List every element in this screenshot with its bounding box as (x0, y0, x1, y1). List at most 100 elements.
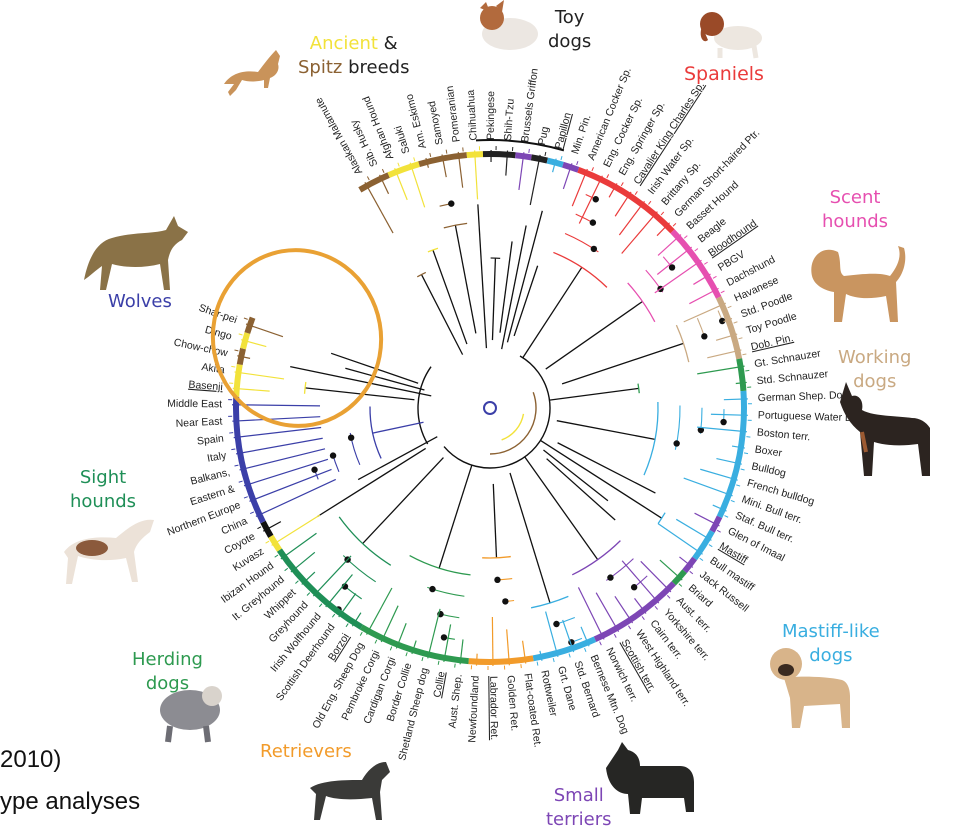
leaf-branch (266, 541, 269, 543)
leaf-branch (739, 338, 743, 339)
leaf-label: Basenji (188, 379, 223, 394)
label-scent-2: hounds (822, 211, 888, 232)
leaf-label: Golden Ret. (504, 675, 520, 732)
leaf-branch (622, 212, 658, 254)
label-working-1: Working (838, 347, 911, 368)
leaf-branch (655, 260, 702, 293)
bootstrap-node (593, 196, 599, 202)
leaf-branch (578, 587, 604, 639)
wolf-silhouette-icon (78, 210, 190, 296)
clade-stem (500, 241, 512, 332)
leaf-label: Bulldog (750, 460, 787, 479)
leaf-branch (256, 479, 336, 516)
label-ancient: Ancient (310, 33, 378, 54)
clade-ring-segment (240, 349, 243, 365)
clade-stem (546, 301, 643, 369)
leaf-branch (697, 427, 747, 432)
leaf-branch (731, 500, 735, 501)
group-label-toy: Toy dogs (548, 6, 591, 54)
leaf-label: Dingo (204, 324, 234, 343)
label-scent-1: Scent (830, 187, 881, 208)
clade-stem (562, 343, 683, 384)
leaf-branch (285, 568, 288, 570)
leaf-label: Boxer (754, 443, 783, 459)
leaf-branch (684, 478, 733, 496)
leaf-branch (346, 624, 348, 627)
leaf-branch (709, 545, 712, 547)
label-toy-1: Toy (555, 7, 585, 28)
label-herding-1: Herding (132, 649, 203, 670)
clade-ring-segment (739, 359, 743, 391)
leaf-label: Saluki (392, 124, 412, 155)
clade-stem (439, 465, 472, 568)
clade-ring-segment (531, 157, 547, 160)
clade-stem (455, 225, 475, 333)
leaf-branch (592, 167, 594, 171)
leaf-branch (375, 640, 377, 644)
leaf-branch (679, 584, 682, 587)
leaf-branch (231, 449, 235, 450)
clade-stem (540, 440, 661, 518)
bootstrap-node (701, 333, 707, 339)
leaf-branch (257, 527, 261, 529)
leaf-branch (736, 485, 740, 486)
clade-stem (543, 450, 607, 501)
leaf-branch (232, 417, 320, 421)
dog-silhouette-icon (218, 42, 288, 104)
leaf-branch (622, 561, 659, 603)
clade-ring-segment (674, 571, 685, 583)
leaf-branch (332, 614, 334, 617)
leaf-branch (249, 469, 331, 501)
leaf-branch (545, 152, 546, 156)
leaf-branch (367, 176, 369, 180)
leaf-branch (244, 318, 248, 319)
clade-arc (305, 382, 306, 394)
label-small-1: Small (554, 785, 604, 806)
leaf-label: Middle East (167, 398, 222, 411)
bootstrap-node (441, 634, 447, 640)
clade-stem (478, 204, 487, 348)
leaf-branch (704, 262, 707, 264)
dog-silhouette-icon (470, 0, 546, 58)
leaf-branch (430, 153, 431, 157)
bootstrap-node (448, 200, 454, 206)
bootstrap-node (502, 598, 508, 604)
leaf-branch (741, 469, 745, 470)
leaf-branch (390, 647, 392, 651)
clade-ring-segment (712, 517, 719, 531)
label-mastiff-1: Mastiff-like (782, 621, 880, 642)
leaf-branch (667, 595, 670, 598)
leaf-branch (579, 176, 602, 224)
clade-stem (493, 484, 496, 558)
leaf-branch (275, 555, 278, 557)
clade-ring-segment (389, 164, 419, 175)
leaf-branch (713, 276, 716, 278)
leaf-branch (234, 350, 238, 351)
leaf-branch (475, 150, 478, 199)
bootstrap-node (590, 219, 596, 225)
clade-ring-segment (263, 522, 271, 536)
clade-ring-segment (563, 165, 578, 170)
clade-ring-segment (533, 639, 595, 658)
root-node (484, 402, 496, 414)
leaf-label: Chihuahua (465, 89, 480, 141)
leaf-branch (250, 512, 254, 514)
leaf-label: Pug (536, 125, 551, 146)
leaf-branch (658, 524, 702, 555)
leaf-branch (628, 626, 630, 629)
leaf-label: Labrador Ret. (487, 676, 500, 740)
leaf-branch (742, 354, 746, 355)
leaf-branch (398, 163, 399, 167)
leaf-branch (621, 182, 623, 185)
leaf-branch (635, 191, 637, 194)
clade-ring-segment (469, 658, 534, 662)
bootstrap-node (553, 621, 559, 627)
label-breeds: breeds (348, 57, 409, 78)
bootstrap-node (720, 419, 726, 425)
clade-ring-segment (685, 559, 695, 572)
leaf-branch (745, 370, 749, 371)
leaf-branch (537, 662, 538, 666)
clade-ring-segment (243, 333, 247, 349)
leaf-branch (239, 481, 243, 482)
leaf-branch (530, 155, 540, 205)
